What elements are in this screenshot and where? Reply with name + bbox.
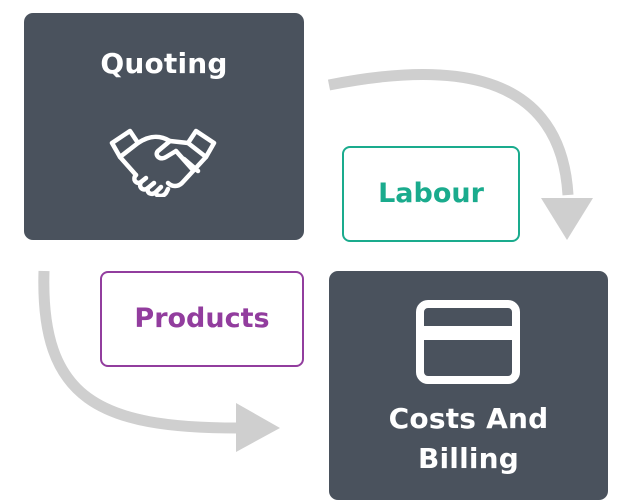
quoting-node: Quoting <box>24 13 304 240</box>
quoting-title: Quoting <box>100 47 228 80</box>
billing-title: Costs And Billing <box>329 399 608 479</box>
billing-title-line2: Billing <box>417 442 520 475</box>
handshake-icon <box>108 121 218 199</box>
products-label: Products <box>100 271 304 367</box>
credit-card-icon <box>416 300 520 384</box>
costs-billing-node: Costs And Billing <box>329 271 608 500</box>
products-arrow-head <box>236 403 280 452</box>
billing-title-line1: Costs And <box>388 402 549 435</box>
labour-label: Labour <box>342 146 520 242</box>
labour-arrow-head <box>541 198 593 240</box>
labour-arrow-line <box>327 68 574 196</box>
products-arrow-line <box>38 270 239 434</box>
